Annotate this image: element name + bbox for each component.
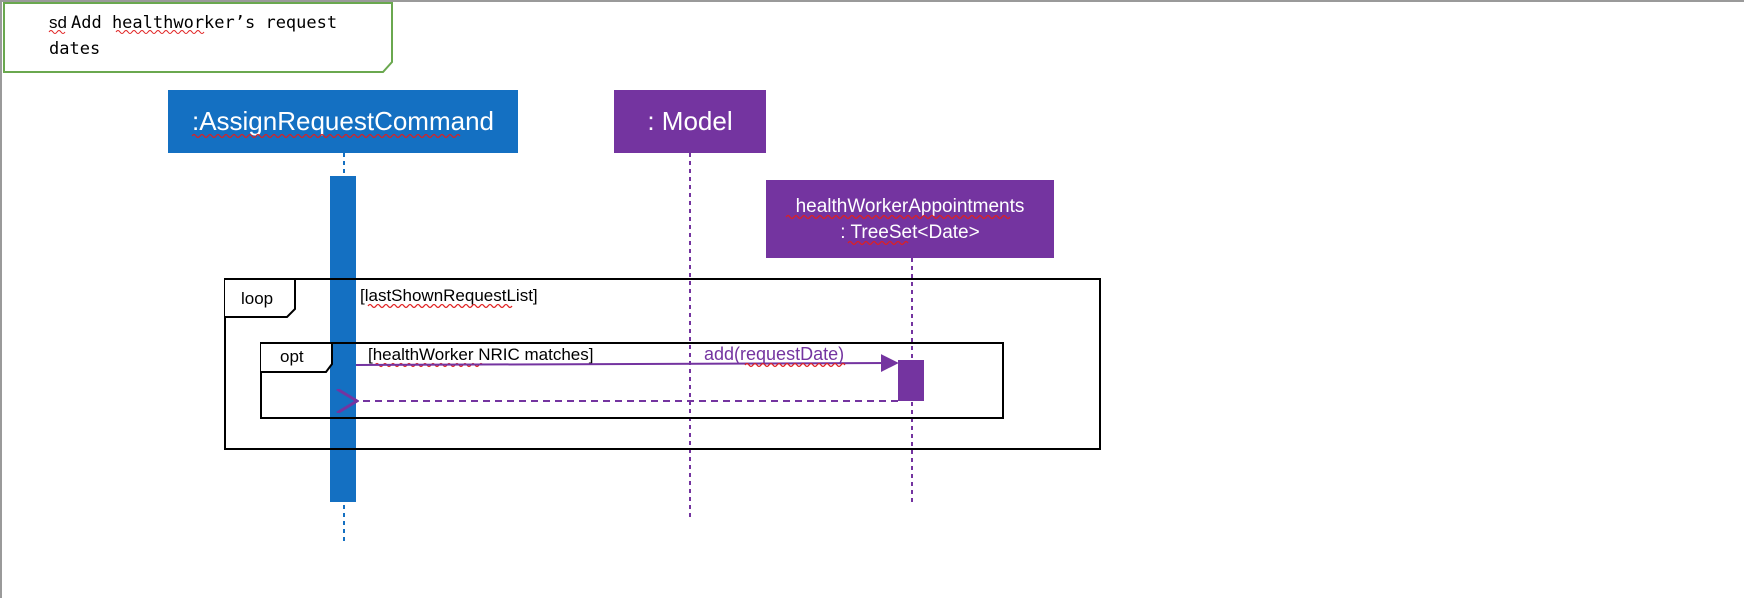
frame-title-line2: dates (49, 39, 100, 59)
participant-label: :AssignRequestCommand (192, 106, 494, 136)
frame-title-line1: Add healthworker’s request (71, 13, 337, 33)
participant-label-line2: : TreeSet<Date> (840, 222, 979, 243)
participant-label: : Model (647, 106, 732, 136)
participant-health-worker-appointments: healthWorkerAppointments : TreeSet<Date> (766, 180, 1054, 258)
frame-title: sd Add healthworker’s request dates (3, 2, 393, 73)
activation-assign-request-command (330, 176, 356, 502)
fragment-loop-operator: loop (241, 289, 273, 308)
fragment-loop: loop [lastShownRequestList] (224, 278, 1101, 450)
message-add-request-date: add(requestDate) (355, 344, 899, 373)
message-label: add(requestDate) (704, 344, 844, 364)
participant-model: : Model (614, 90, 766, 153)
activation-health-worker-appointments (898, 360, 924, 401)
fragment-loop-guard: [lastShownRequestList] (360, 286, 538, 305)
participant-label-line1: healthWorkerAppointments (796, 196, 1025, 217)
participant-assign-request-command: :AssignRequestCommand (168, 90, 518, 153)
fragment-opt-guard: [healthWorker NRIC matches] (368, 345, 593, 364)
fragment-opt: opt [healthWorker NRIC matches] (260, 342, 1004, 419)
fragment-opt-operator: opt (280, 347, 304, 366)
frame-title-prefix: sd (49, 13, 67, 32)
